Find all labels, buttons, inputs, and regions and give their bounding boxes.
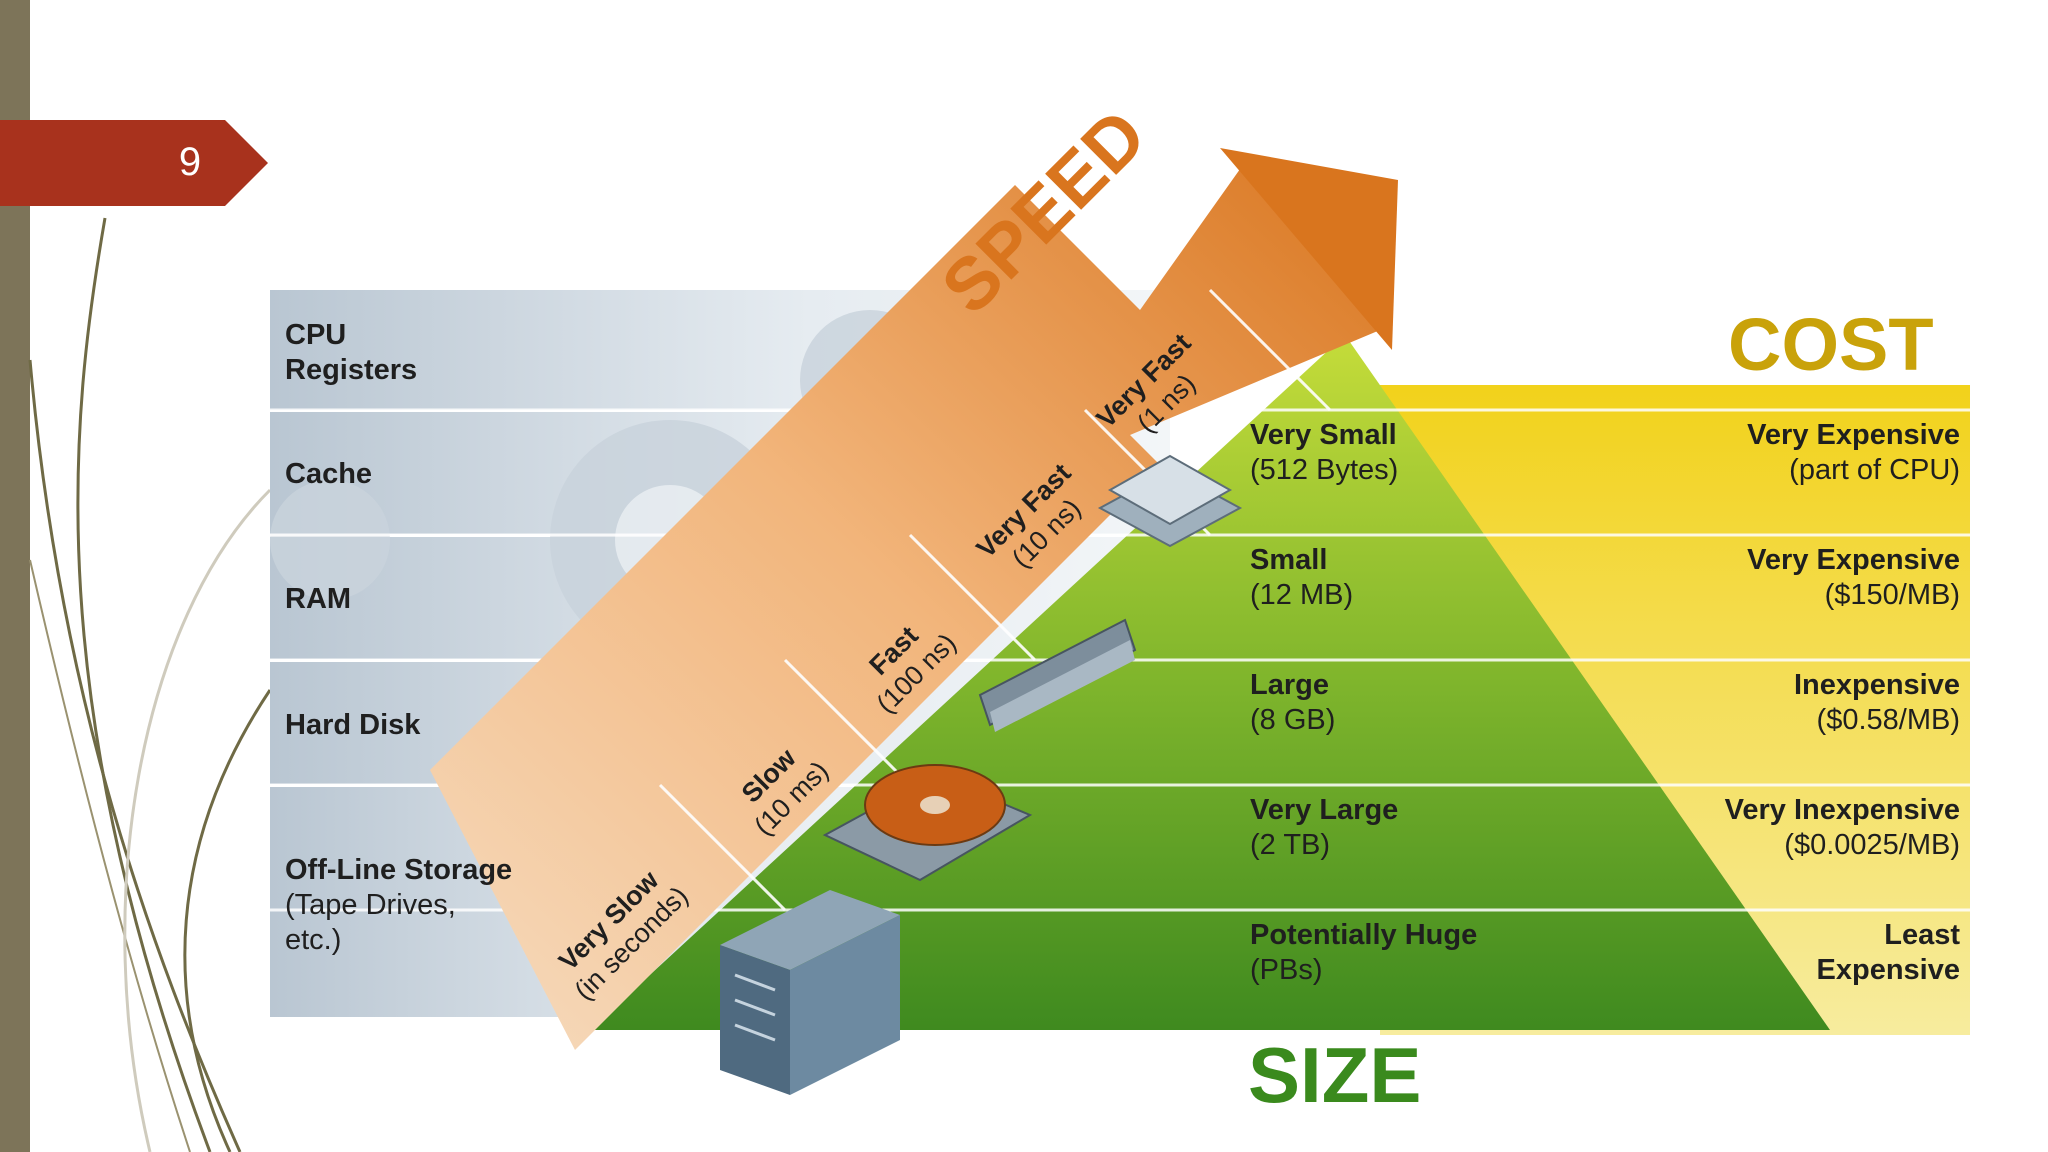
tier-label-hard-disk: Hard Disk: [285, 708, 420, 743]
cost-label-cache: Very Expensive($150/MB): [1747, 543, 1960, 613]
tier-label-cache: Cache: [285, 457, 372, 492]
size-title: SIZE: [1248, 1030, 1421, 1121]
cost-label-ram: Inexpensive($0.58/MB): [1794, 668, 1960, 738]
size-label-cache: Small(12 MB): [1250, 543, 1353, 613]
size-label-registers: Very Small(512 Bytes): [1250, 418, 1398, 488]
cost-label-registers: Very Expensive(part of CPU): [1747, 418, 1960, 488]
cost-title: COST: [1728, 302, 1934, 387]
size-label-ram: Large(8 GB): [1250, 668, 1335, 738]
size-label-hard-disk: Very Large(2 TB): [1250, 793, 1398, 863]
tier-label-ram: RAM: [285, 582, 351, 617]
size-label-offline: Potentially Huge(PBs): [1250, 918, 1477, 988]
cost-label-hard-disk: Very Inexpensive($0.0025/MB): [1725, 793, 1960, 863]
tier-label-offline-storage: Off-Line Storage (Tape Drives, etc.): [285, 853, 512, 958]
